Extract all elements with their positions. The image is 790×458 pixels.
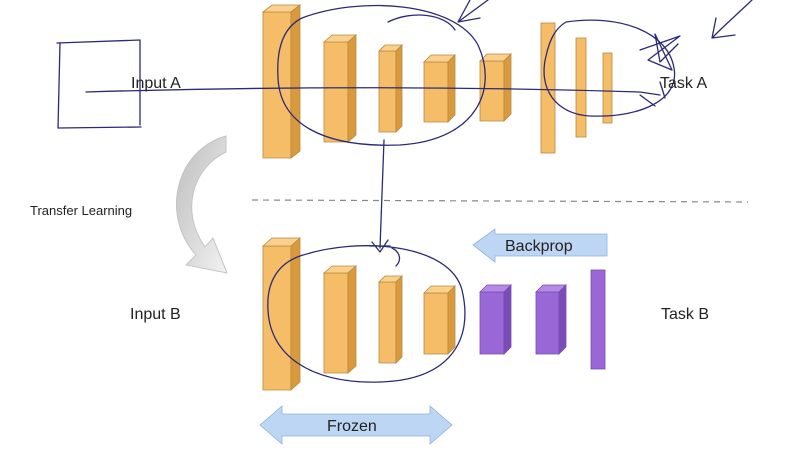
layer-a5: [479, 53, 512, 122]
layer-a1: [261, 4, 302, 159]
head-layer-a2: [575, 37, 587, 138]
head-layer-a3: [602, 52, 613, 124]
transfer-learning-label: Transfer Learning: [30, 203, 132, 218]
layer-a2: [322, 34, 358, 143]
dashed-divider: [251, 199, 749, 203]
task-a-label: Task A: [660, 75, 707, 92]
layer-a3: [378, 44, 403, 133]
ink-ellipse-right: [543, 19, 676, 117]
ink-arrow-top-right: [711, 0, 753, 39]
ink-tail-task-a: [639, 81, 666, 107]
input-b-label: Input B: [130, 306, 181, 323]
ink-arrow-top-left: [457, 0, 489, 23]
network-a: [261, 4, 613, 159]
frozen-arrow: [259, 405, 453, 445]
layer-b4: [423, 285, 456, 355]
ink-vertical-link: [379, 139, 385, 249]
input-a-label: Input A: [131, 75, 181, 92]
network-b: [261, 237, 606, 391]
ink-ellipse-top: [277, 4, 486, 146]
transfer-arrow: [176, 135, 228, 274]
backprop-arrow: [472, 228, 608, 263]
ink-swirl-bottom: [391, 247, 401, 267]
head-layer-a1: [540, 22, 556, 154]
ink-input-box: [56, 39, 142, 129]
frozen-label: Frozen: [327, 418, 377, 435]
ink-line-through-inputs: [85, 87, 661, 96]
layer-b2: [322, 265, 358, 374]
handwritten-annotations: [56, 0, 753, 383]
new-layer-b5: [479, 284, 512, 355]
ink-scribble-task-a: [639, 33, 681, 71]
new-head-layer-b: [590, 269, 606, 370]
layer-b1: [261, 237, 302, 391]
backprop-label: Backprop: [505, 238, 573, 255]
ink-ellipse-bottom: [267, 245, 466, 383]
task-b-label: Task B: [661, 306, 709, 323]
new-layer-b6: [535, 284, 567, 355]
layer-b3: [378, 275, 403, 364]
ink-swirl-top: [387, 14, 456, 31]
